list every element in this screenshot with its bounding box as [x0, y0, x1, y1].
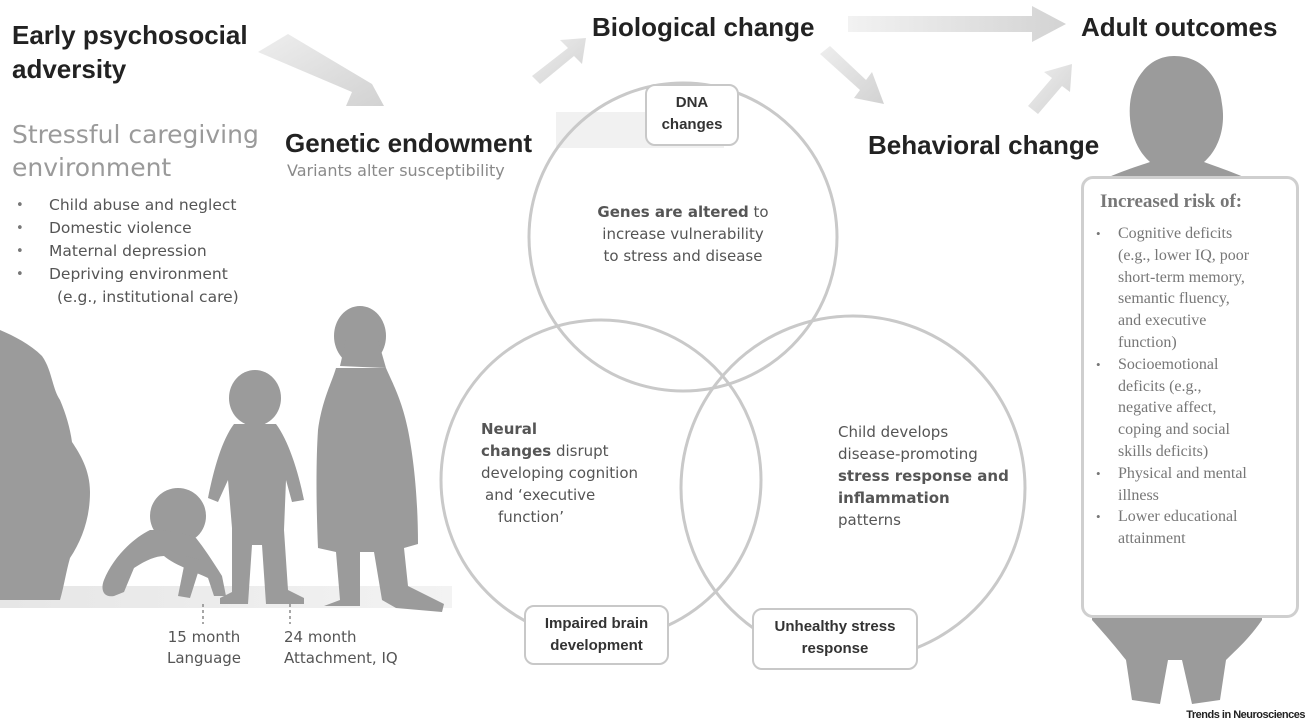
list-item-continuation: (e.g., institutional care)	[57, 288, 239, 306]
timeline-label-24: 24 month Attachment, IQ	[284, 627, 398, 669]
genes-line3: to stress and disease	[603, 247, 763, 265]
unhealthy-stress-box: Unhealthy stress response	[752, 608, 918, 670]
timeline-24-age: 24 month	[284, 628, 357, 646]
risk-list: Cognitive deficits (e.g., lower IQ, poor…	[1094, 223, 1299, 550]
risk-item-continuation: and executive	[1118, 312, 1207, 330]
neural-line4: and ‘executive	[485, 486, 596, 504]
journal-footer: Trends in Neurosciences	[1186, 709, 1305, 721]
flow-arrows	[258, 6, 1072, 114]
heading-adult-outcomes: Adult outcomes	[1081, 12, 1278, 42]
brain-box-line2: development	[550, 637, 643, 654]
heading-biological-change: Biological change	[592, 12, 815, 42]
genes-circle-text: Genes are altered to increase vulnerabil…	[583, 201, 783, 267]
heading-early-adversity-line2: adversity	[12, 54, 127, 84]
child-silhouette	[316, 306, 444, 612]
caregiving-title-line1: Stressful caregiving	[12, 120, 259, 149]
heading-behavioral-change: Behavioral change	[868, 130, 1100, 160]
neural-bold2: changes	[481, 442, 552, 460]
brain-box-line1: Impaired brain	[544, 615, 649, 632]
list-item: Child abuse and neglect	[12, 194, 239, 217]
risk-item-continuation: coping and social	[1118, 421, 1230, 439]
risk-item: Lower educational	[1094, 506, 1299, 528]
stress-bold3: stress response and	[838, 467, 1009, 485]
risk-item-continuation: function)	[1118, 333, 1177, 351]
impaired-brain-box: Impaired brain development	[524, 605, 669, 665]
risk-item-continuation: negative affect,	[1118, 399, 1217, 417]
stress-line1: Child develops	[838, 423, 949, 441]
timeline-label-15: 15 month Language	[152, 627, 256, 669]
risk-item: Physical and mental	[1094, 463, 1299, 485]
arrow-biological-to-adult	[848, 6, 1066, 42]
caregiving-list: Child abuse and neglect Domestic violenc…	[12, 194, 239, 309]
caregiving-title-line2: environment	[12, 153, 172, 182]
heading-genetic-endowment: Genetic endowment	[285, 128, 533, 158]
circle-genes	[527, 81, 839, 393]
timeline-15-age: 15 month	[167, 628, 241, 646]
risk-item: Cognitive deficits	[1094, 223, 1299, 245]
arrow-up-to-adult	[1028, 64, 1072, 114]
risk-item-continuation: deficits (e.g.,	[1118, 377, 1202, 395]
stress-box-line1: Unhealthy stress	[774, 618, 896, 635]
neural-rest2: disrupt	[551, 442, 609, 460]
stress-line2: disease-promoting	[838, 445, 978, 463]
dna-box-line2: changes	[661, 116, 723, 133]
neural-line5: function’	[498, 508, 565, 526]
neural-bold1: Neural	[481, 420, 538, 438]
dna-box-line1: DNA	[675, 94, 709, 111]
crawling-baby-silhouette	[102, 488, 226, 598]
arrow-adversity-down	[258, 34, 384, 106]
dna-changes-box: DNA changes	[645, 84, 739, 146]
timeline-24-domain: Attachment, IQ	[284, 649, 398, 667]
stress-circle-text: Child develops disease-promoting stress …	[838, 421, 1018, 531]
neural-circle-text: Neural changes disrupt developing cognit…	[481, 418, 681, 528]
heading-early-adversity-line1: Early psychosocial	[12, 20, 248, 50]
list-item: Depriving environment	[12, 263, 239, 286]
arrow-to-behavioral	[820, 46, 884, 104]
list-item: Domestic violence	[12, 217, 239, 240]
risk-item-continuation: illness	[1118, 486, 1159, 504]
pregnant-woman-silhouette	[0, 330, 90, 600]
stress-line5: patterns	[838, 511, 901, 529]
genetic-subtitle: Variants alter susceptibility	[287, 161, 505, 180]
neural-line3: developing cognition	[481, 464, 639, 482]
increased-risk-box: Increased risk of: Cognitive deficits (e…	[1081, 176, 1299, 618]
genes-rest: to	[748, 203, 769, 221]
risk-item-continuation: short-term memory,	[1118, 268, 1245, 286]
venn-circles	[439, 81, 1027, 662]
risk-item-continuation: semantic fluency,	[1118, 290, 1230, 308]
risk-item-continuation: (e.g., lower IQ, poor	[1118, 246, 1250, 264]
stress-box-line2: response	[801, 640, 869, 657]
timeline-15-domain: Language	[166, 649, 242, 667]
stress-bold4: inflammation	[838, 489, 950, 507]
genes-bold: Genes are altered	[597, 203, 749, 221]
genes-line2: increase vulnerability	[602, 225, 764, 243]
risk-item-continuation: skills deficits)	[1118, 442, 1209, 460]
risk-item: Socioemotional	[1094, 354, 1299, 376]
risk-title: Increased risk of:	[1100, 191, 1243, 212]
arrow-up-to-biological	[532, 38, 586, 84]
caregiving-title: Stressful caregiving environment	[12, 118, 259, 184]
heading-early-adversity: Early psychosocial adversity	[12, 18, 248, 86]
risk-item-continuation: attainment	[1118, 530, 1186, 548]
list-item: Maternal depression	[12, 240, 239, 263]
toddler-silhouette	[208, 370, 304, 604]
